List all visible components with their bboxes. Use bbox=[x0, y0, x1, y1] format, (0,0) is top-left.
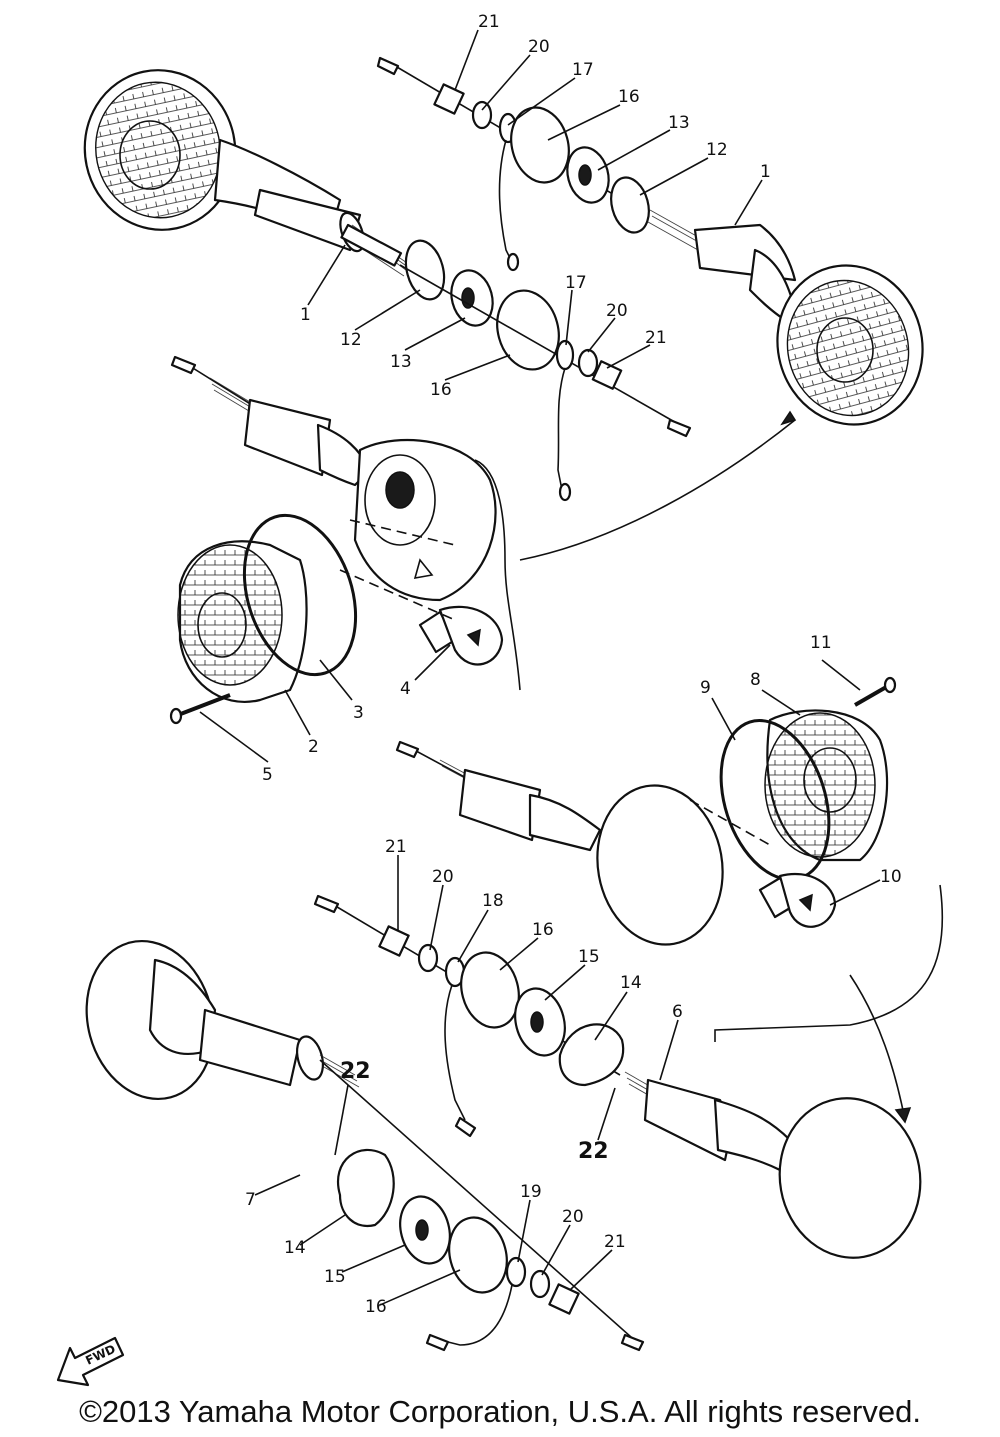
callout-5: 5 bbox=[262, 765, 273, 785]
plate-16-rear-right bbox=[460, 951, 520, 1029]
nut-21-rear-left bbox=[548, 1283, 580, 1315]
leader-lines bbox=[199, 29, 881, 1306]
callout-21: 21 bbox=[645, 328, 667, 348]
callout-16: 16 bbox=[430, 380, 452, 400]
flasher-assembly-exploded-lower bbox=[395, 740, 724, 946]
callout-10: 10 bbox=[880, 867, 902, 887]
flasher-assembly-rear-left bbox=[85, 939, 645, 1352]
callout-22: 22 bbox=[578, 1139, 609, 1164]
washer-20-rear-right bbox=[417, 943, 439, 973]
parts-diagram: FWD bbox=[56, 12, 944, 1387]
bulb-10 bbox=[758, 872, 837, 928]
callout-19: 19 bbox=[520, 1182, 542, 1202]
bracket-14-right bbox=[558, 1023, 625, 1087]
lens-rim-8 bbox=[764, 709, 889, 862]
callout-22: 22 bbox=[340, 1059, 371, 1084]
terminal-19 bbox=[505, 1256, 527, 1288]
washer-20-rear-left bbox=[529, 1269, 551, 1299]
callout-16: 16 bbox=[365, 1297, 387, 1317]
callout-15: 15 bbox=[324, 1267, 346, 1287]
callout-17: 17 bbox=[565, 273, 587, 293]
screw-5 bbox=[169, 693, 231, 725]
callout-8: 8 bbox=[750, 670, 761, 690]
callout-13: 13 bbox=[390, 352, 412, 372]
callout-12: 12 bbox=[706, 140, 728, 160]
flasher-assembly-front-left bbox=[83, 69, 415, 277]
callout-21: 21 bbox=[385, 837, 407, 857]
flasher-assembly-rear-right bbox=[313, 894, 922, 1259]
callout-20: 20 bbox=[528, 37, 550, 57]
callout-20: 20 bbox=[432, 867, 454, 887]
screw-11 bbox=[854, 676, 897, 707]
callout-9: 9 bbox=[700, 678, 711, 698]
callout-3: 3 bbox=[353, 703, 364, 723]
washer-20-right bbox=[471, 100, 493, 130]
washer-12-right bbox=[610, 176, 650, 234]
callout-1: 1 bbox=[300, 305, 311, 325]
callout-15: 15 bbox=[578, 947, 600, 967]
plate-16-rear-left bbox=[448, 1216, 508, 1294]
terminal-17-left bbox=[555, 339, 575, 371]
flasher-assembly-front-right bbox=[376, 56, 924, 426]
callout-11: 11 bbox=[810, 633, 832, 653]
fwd-arrow-icon: FWD bbox=[56, 1336, 125, 1387]
callout-2: 2 bbox=[308, 737, 319, 757]
callout-14: 14 bbox=[620, 973, 642, 993]
callout-14: 14 bbox=[284, 1238, 306, 1258]
plate-16-left bbox=[496, 289, 560, 371]
bulb-4 bbox=[418, 605, 504, 666]
callout-20: 20 bbox=[606, 301, 628, 321]
callout-6: 6 bbox=[672, 1002, 683, 1022]
washer-20-left bbox=[577, 348, 599, 378]
callout-4: 4 bbox=[400, 679, 411, 699]
callout-12: 12 bbox=[340, 330, 362, 350]
callout-18: 18 bbox=[482, 891, 504, 911]
callout-1: 1 bbox=[760, 162, 771, 182]
callout-labels: 21 20 17 16 13 12 1 1 12 13 16 17 20 21 … bbox=[245, 12, 902, 1317]
gasket-3 bbox=[242, 513, 358, 677]
copyright-notice: ©2013 Yamaha Motor Corporation, U.S.A. A… bbox=[79, 1394, 921, 1429]
arrow-upper bbox=[519, 419, 796, 561]
nut-21-right bbox=[433, 83, 465, 115]
callout-20: 20 bbox=[562, 1207, 584, 1227]
bracket-14-left bbox=[337, 1149, 395, 1228]
callout-7: 7 bbox=[245, 1190, 256, 1210]
arrow-lower bbox=[849, 974, 906, 1121]
plate-16-right bbox=[510, 106, 570, 184]
callout-13: 13 bbox=[668, 113, 690, 133]
callout-16: 16 bbox=[618, 87, 640, 107]
lens-2 bbox=[177, 540, 308, 703]
callout-17: 17 bbox=[572, 60, 594, 80]
nut-21-rear-right bbox=[378, 925, 410, 957]
grommet-13-left bbox=[450, 269, 494, 327]
callout-16: 16 bbox=[532, 920, 554, 940]
flasher-assembly-exploded-upper bbox=[170, 355, 521, 691]
callout-21: 21 bbox=[478, 12, 500, 32]
callout-21: 21 bbox=[604, 1232, 626, 1252]
